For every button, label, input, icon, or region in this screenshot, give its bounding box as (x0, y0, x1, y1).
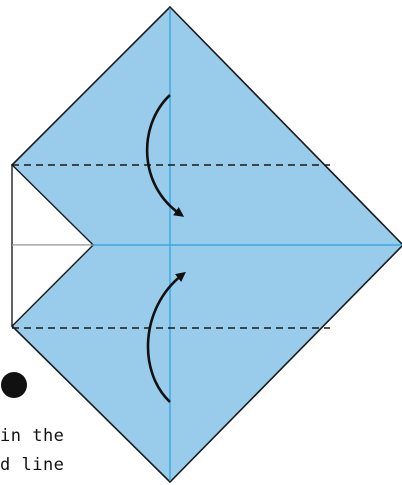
caption-line-2: d line (0, 455, 64, 475)
fold-up-arrow-icon (146, 271, 186, 403)
fold-down-arrow-icon (145, 94, 185, 217)
caption-line-1: in the (0, 426, 64, 446)
step-number-marker (1, 372, 27, 398)
